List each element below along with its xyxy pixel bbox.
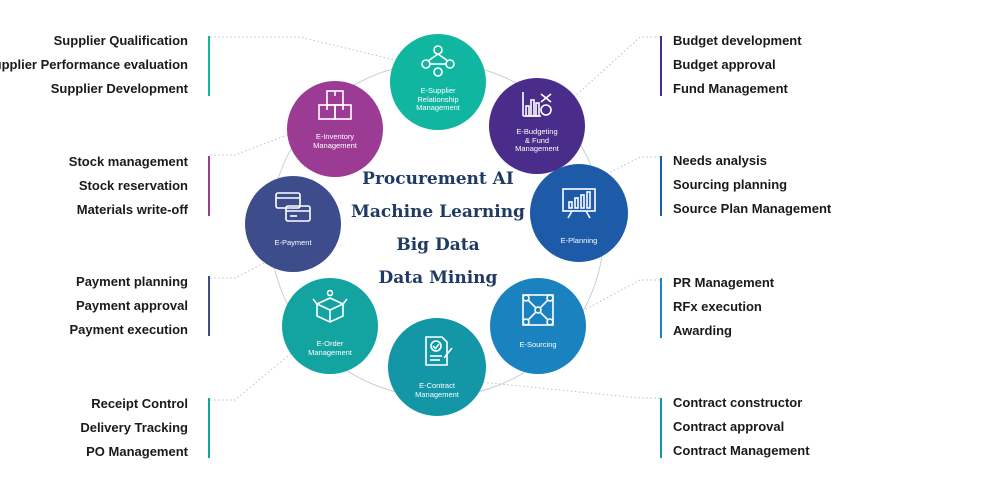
list-payment: Payment planning Payment approval Paymen…: [70, 270, 201, 342]
node-e-payment[interactable]: E-Payment: [245, 176, 341, 272]
list-supplier: Supplier Qualification Supplier Performa…: [0, 29, 200, 101]
accent-bar-sourcing: [660, 278, 662, 338]
node-e-planning[interactable]: E-Planning: [530, 164, 628, 262]
list-item: Contract Management: [673, 443, 810, 458]
node-label: E-Supplier Relationship Management: [416, 86, 460, 112]
node-e-supplier[interactable]: E-Supplier Relationship Management: [390, 34, 486, 130]
accent-bar-budgeting: [660, 36, 662, 96]
list-sourcing: PR Management RFx execution Awarding: [661, 271, 774, 343]
accent-bar-supplier: [208, 36, 210, 96]
list-item: Source Plan Management: [673, 201, 832, 216]
list-order: Receipt Control Delivery Tracking PO Man…: [80, 392, 200, 464]
network-icon: [418, 42, 458, 83]
node-label: E-Sourcing: [519, 340, 557, 349]
node-e-budgeting[interactable]: E-Budgeting & Fund Management: [489, 78, 585, 174]
list-item: Stock reservation: [78, 178, 188, 193]
list-item: Materials write-off: [76, 202, 188, 217]
list-item: Fund Management: [673, 81, 788, 96]
accent-bar-payment: [208, 276, 210, 336]
node-label: E-Payment: [274, 238, 312, 247]
leader-sourcing: [574, 279, 660, 316]
budget-chart-icon: [519, 88, 555, 125]
leader-payment: [210, 259, 271, 279]
list-planning: Needs analysis Sourcing planning Source …: [661, 149, 831, 221]
list-inventory: Stock management Stock reservation Mater…: [69, 150, 200, 222]
list-item: Stock management: [68, 154, 188, 169]
list-item: Payment planning: [76, 274, 188, 289]
open-box-icon: [311, 288, 349, 331]
accent-bar-contract: [660, 398, 662, 458]
node-label: E-Planning: [560, 236, 598, 245]
list-item: Payment approval: [76, 298, 188, 313]
list-item: Budget development: [673, 33, 802, 48]
center-line-3: Big Data: [396, 235, 480, 255]
node-e-order[interactable]: E-Order Management: [282, 278, 378, 374]
accent-bar-planning: [660, 156, 662, 216]
list-item: Supplier Qualification: [53, 33, 188, 48]
center-line-1: Procurement AI: [362, 169, 514, 189]
list-item: Sourcing planning: [673, 177, 788, 192]
contract-document-icon: [420, 334, 454, 373]
list-item: Contract approval: [673, 419, 785, 434]
accent-bar-inventory: [208, 156, 210, 216]
node-label: E-Order Management: [308, 339, 352, 357]
leader-order: [210, 349, 296, 401]
node-label: E-Contract Management: [415, 381, 459, 399]
node-e-sourcing[interactable]: E-Sourcing: [490, 278, 586, 374]
list-item: RFx execution: [673, 299, 762, 314]
sourcing-network-icon: [520, 292, 556, 333]
list-item: Needs analysis: [673, 153, 767, 168]
leader-contract: [459, 379, 660, 399]
list-item: Receipt Control: [91, 396, 188, 411]
list-item: Awarding: [673, 323, 732, 338]
node-e-inventory[interactable]: E-Inventory Management: [287, 81, 383, 177]
list-item: PO Management: [86, 444, 188, 459]
node-e-contract[interactable]: E-Contract Management: [388, 318, 486, 416]
accent-bar-order: [208, 398, 210, 458]
node-label: E-Inventory Management: [313, 132, 357, 150]
list-item: Contract constructor: [673, 395, 803, 410]
list-item: Supplier Development: [50, 81, 188, 96]
list-item: Payment execution: [69, 322, 189, 337]
leader-inventory: [210, 129, 301, 156]
list-item: Budget approval: [673, 57, 776, 72]
list-item: PR Management: [673, 275, 775, 290]
list-contract: Contract constructor Contract approval C…: [661, 391, 810, 463]
leader-budgeting: [559, 36, 660, 111]
payment-cards-icon: [273, 190, 313, 229]
list-budgeting: Budget development Budget approval Fund …: [661, 29, 802, 101]
list-item: Supplier Performance evaluation: [0, 57, 188, 72]
list-item: Delivery Tracking: [80, 420, 188, 435]
presentation-board-icon: [560, 186, 598, 225]
leader-supplier: [210, 36, 396, 61]
node-label: E-Budgeting & Fund Management: [515, 127, 559, 153]
center-line-4: Data Mining: [378, 268, 498, 288]
stacked-boxes-icon: [316, 87, 354, 130]
center-line-2: Machine Learning: [351, 202, 525, 222]
